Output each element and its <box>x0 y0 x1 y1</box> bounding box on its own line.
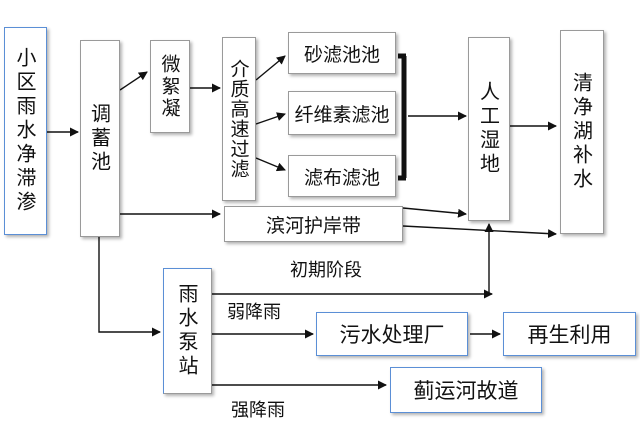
node-sewage-plant: 污水处理厂 <box>316 312 468 356</box>
label-light-rain: 弱降雨 <box>227 302 281 323</box>
node-pump-station: 雨水泵站 <box>163 268 212 394</box>
node-wetland: 人工湿地 <box>468 37 510 221</box>
node-tank: 调蓄池 <box>80 40 120 237</box>
label-initial-stage: 初期阶段 <box>290 260 362 281</box>
arrow-filter-to-cloth <box>255 157 286 172</box>
node-cloth-filter: 滤布滤池 <box>288 155 396 197</box>
collector-bracket <box>398 53 407 181</box>
node-reuse: 再生利用 <box>503 312 636 356</box>
arrow-tank-to-pump <box>98 237 161 337</box>
node-lake: 清净湖补水 <box>560 30 604 234</box>
node-fiber-filter: 纤维素滤池 <box>288 91 396 135</box>
node-canal: 蓟运河故道 <box>390 367 542 413</box>
node-flocculation: 微絮凝 <box>150 40 190 133</box>
node-source: 小区雨水净滞渗 <box>4 27 47 235</box>
node-sand-filter: 砂滤池池 <box>288 32 396 74</box>
node-riverbank: 滨河护岸带 <box>224 206 403 242</box>
arrow-riverbank-to-wetland <box>402 207 467 218</box>
node-high-speed-filter: 介质高速过滤 <box>222 37 256 201</box>
arrow-filter-to-fiber <box>255 112 286 125</box>
arrow-riverbank-to-lake <box>402 225 557 239</box>
label-heavy-rain: 强降雨 <box>231 400 285 421</box>
arrow-tank-to-flocculation <box>119 71 148 91</box>
arrow-filter-to-sand <box>255 55 286 81</box>
